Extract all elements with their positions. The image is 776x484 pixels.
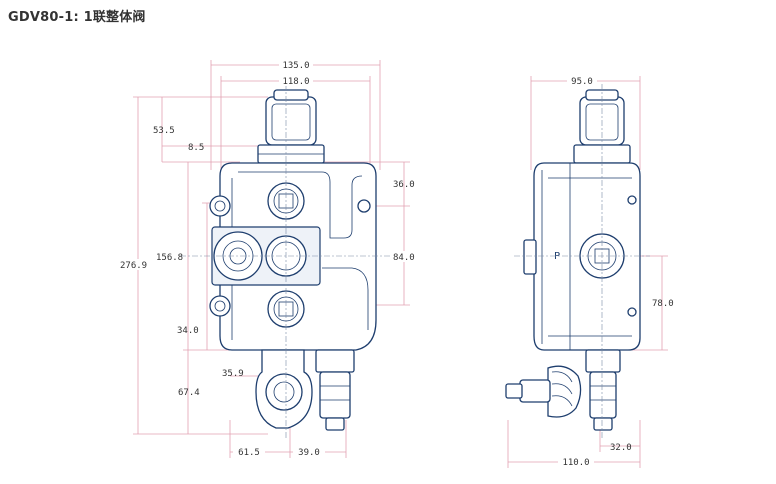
- dim-flange-offset: 8.5: [188, 143, 204, 153]
- dim-side-bottom-offset: 32.0: [610, 443, 632, 453]
- dim-overall-width: 135.0: [282, 61, 309, 71]
- dim-bottom-offset: 67.4: [178, 388, 200, 398]
- side-lever-handle: [519, 379, 551, 403]
- front-dimension-labels: 135.0 118.0 53.5 8.5 36.0 156.8 84.0 276…: [118, 59, 421, 458]
- side-view: P: [505, 84, 650, 440]
- dim-side-height: 84.0: [393, 253, 415, 263]
- dim-outlet-offset: 35.9: [222, 369, 244, 379]
- side-left-stub: [523, 239, 537, 275]
- front-bolt-top-right: [357, 199, 371, 213]
- side-port-label: P: [554, 251, 560, 262]
- dim-base-left: 61.5: [238, 448, 260, 458]
- dim-top-offset: 53.5: [153, 126, 175, 136]
- dim-right-height: 78.0: [652, 299, 674, 309]
- front-relief-cartridge: [315, 349, 355, 373]
- dim-inner-width: 118.0: [282, 77, 309, 87]
- front-view: [180, 84, 392, 440]
- page-title: GDV80-1: 1联整体阀: [8, 10, 146, 25]
- dim-upper-port: 36.0: [393, 180, 415, 190]
- front-bolt-top-left: [209, 195, 231, 217]
- side-dimension-labels: 95.0 78.0 32.0 110.0: [558, 75, 674, 468]
- dim-lower-offset: 34.0: [177, 326, 199, 336]
- front-bolt-bottom-left: [209, 295, 231, 317]
- dim-center-height: 156.8: [156, 253, 183, 263]
- side-lever-boot: [505, 365, 582, 418]
- dim-total-width: 110.0: [562, 458, 589, 468]
- side-relief-cartridge: [585, 349, 621, 373]
- dim-total-height: 276.9: [120, 261, 147, 271]
- dim-base-right: 39.0: [298, 448, 320, 458]
- dim-top-width: 95.0: [571, 77, 593, 87]
